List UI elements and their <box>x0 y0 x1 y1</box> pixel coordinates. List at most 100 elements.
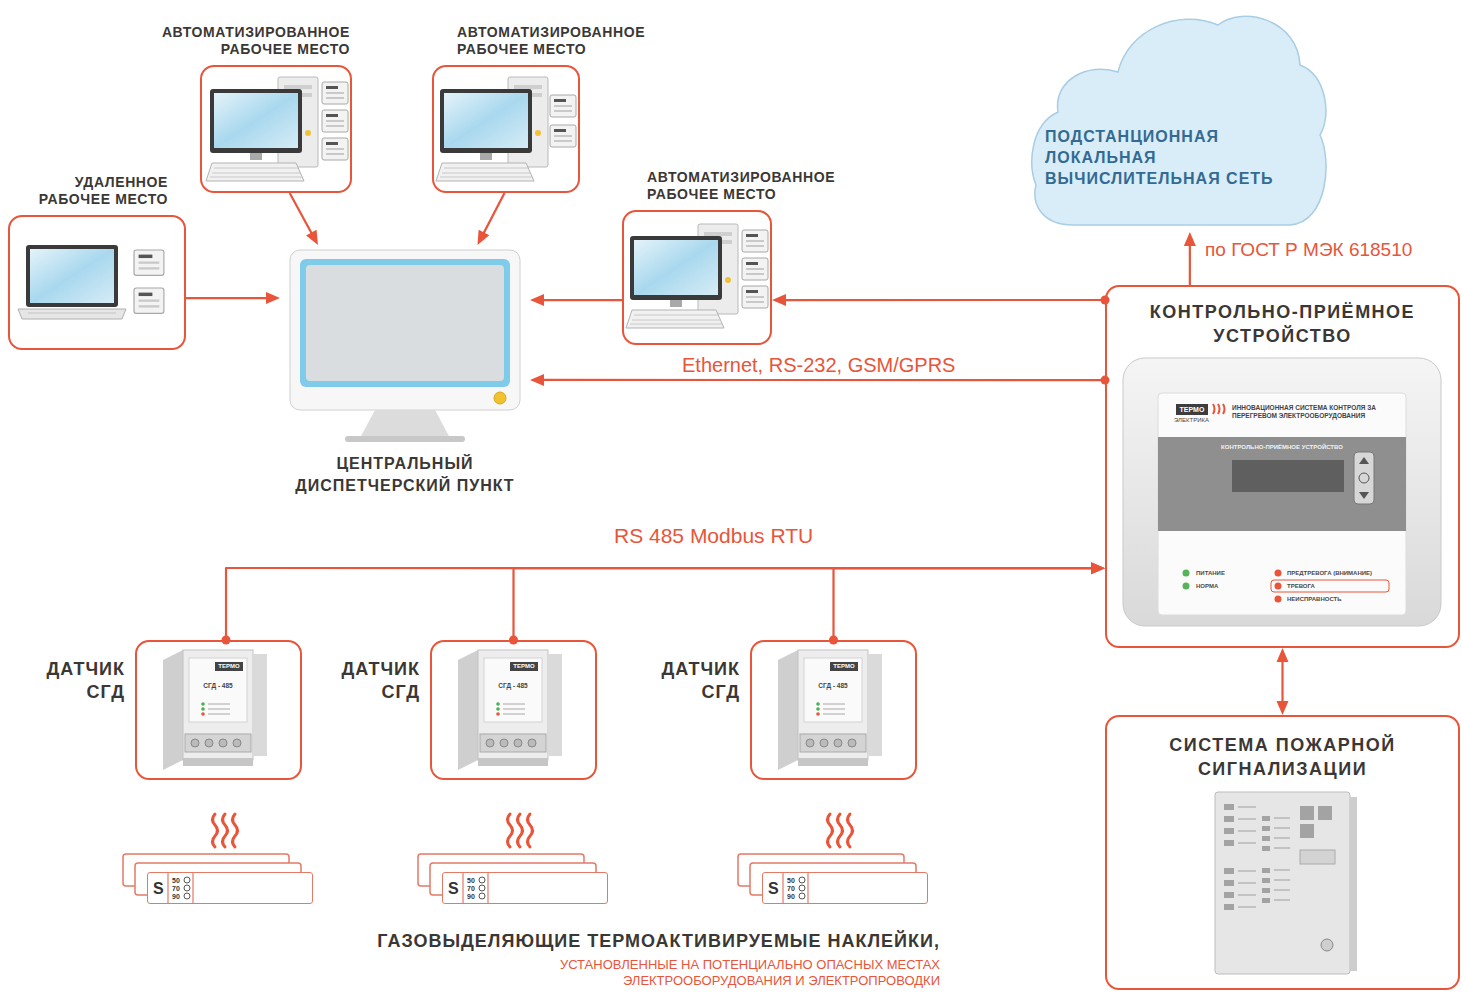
sticker: S50 70 90 <box>442 872 608 904</box>
device-model: СГД - 485 <box>189 682 247 690</box>
led <box>1275 583 1282 590</box>
logo-text: ЭЛЕКТРИКА <box>1174 417 1209 424</box>
connector <box>478 193 505 245</box>
workstation-box: АВТОМАТИЗИРОВАННОЕ РАБОЧЕЕ МЕСТО <box>200 65 352 193</box>
led <box>1183 583 1190 590</box>
panel-marks <box>1238 807 1290 907</box>
caption-note: УСТАНОВЛЕННЫЕ НА ПОТЕНЦИАЛЬНО ОПАСНЫХ МЕ… <box>510 957 940 989</box>
heat-wave <box>848 814 853 847</box>
logo-waves <box>1213 404 1225 414</box>
logo-text: ТЕРМО <box>1176 405 1208 414</box>
arrowhead <box>478 230 490 245</box>
arrowhead <box>530 374 544 386</box>
indicator-label: ПРЕДТРЕВОГА (ВНИМАНИЕ) <box>1287 569 1372 577</box>
sticker-letter: S <box>768 880 779 898</box>
heat-wave <box>233 814 238 847</box>
indicator-label: ТРЕВОГА <box>1287 582 1315 590</box>
device-title: КОНТРОЛЬНО-ПРИЁМНОЕ УСТРОЙСТВО <box>1182 443 1382 451</box>
monitor-base <box>345 436 465 442</box>
box-heading: ДАТЧИК СГД <box>305 658 420 704</box>
indicator-label: НЕИСПРАВНОСТЬ <box>1287 595 1342 603</box>
cloud-label: ПОДСТАНЦИОННАЯ ЛОКАЛЬНАЯ ВЫЧИСЛИТЕЛЬНАЯ … <box>1045 126 1315 189</box>
control-device <box>550 95 576 117</box>
control-device <box>134 250 164 275</box>
heat-wave <box>838 814 843 847</box>
laptop <box>18 245 126 319</box>
connector-line <box>482 193 504 236</box>
heat-wave <box>223 814 228 847</box>
panel-display <box>1232 460 1344 492</box>
arrowhead <box>266 292 280 304</box>
heat-wave <box>518 814 523 847</box>
sensor-box: ДАТЧИК СГД <box>750 640 917 780</box>
sensor-box: ДАТЧИК СГД <box>135 640 302 780</box>
connector <box>186 292 280 304</box>
network-cloud: ПОДСТАНЦИОННАЯ ЛОКАЛЬНАЯ ВЫЧИСЛИТЕЛЬНАЯ … <box>1028 0 1330 232</box>
sticker: S50 70 90 <box>147 872 313 904</box>
connector <box>1184 232 1196 285</box>
arrowhead <box>772 294 786 306</box>
connector-line <box>290 193 314 236</box>
button-up <box>1359 457 1369 464</box>
sticker: S50 70 90 <box>762 872 928 904</box>
logo-plate <box>1176 404 1208 415</box>
logo-text: ТЕРМО <box>510 662 538 671</box>
connector-line <box>834 568 1096 640</box>
heat-wave <box>828 814 833 847</box>
cabinet-side <box>1350 797 1357 971</box>
desktop-computer <box>206 77 318 181</box>
arrowhead <box>1184 232 1196 246</box>
led <box>1183 570 1190 577</box>
connector <box>222 562 1105 644</box>
connection-label: по ГОСТ Р МЭК 618510 <box>1203 238 1414 261</box>
control-device <box>742 230 768 252</box>
workstation-box: АВТОМАТИЗИРОВАННОЕ РАБОЧЕЕ МЕСТО <box>622 210 772 345</box>
receiver-box: КОНТРОЛЬНО-ПРИЁМНОЕ УСТРОЙСТВО <box>1105 285 1460 648</box>
logo-text: ТЕРМО <box>830 662 858 671</box>
heat-wave <box>213 814 218 847</box>
connector-line <box>186 297 270 299</box>
connector-line <box>514 568 1096 640</box>
connector-line <box>540 379 1105 381</box>
connection-label: Ethernet, RS-232, GSM/GPRS <box>680 353 957 377</box>
arrowhead <box>530 294 544 306</box>
control-device <box>742 258 768 280</box>
connector-line <box>1281 658 1283 705</box>
sensor-box: ДАТЧИК СГД <box>430 640 597 780</box>
indicator-label: НОРМА <box>1196 582 1218 590</box>
arrowhead <box>306 230 318 245</box>
indicator-label: ПИТАНИЕ <box>1196 569 1225 577</box>
sensor-device <box>163 650 267 770</box>
connector-line <box>226 568 1095 640</box>
arrowhead <box>1277 648 1289 662</box>
connector-line <box>782 299 1105 301</box>
arrowhead <box>1091 562 1105 574</box>
arrowhead <box>1091 562 1105 574</box>
box-heading: АВТОМАТИЗИРОВАННОЕ РАБОЧЕЕ МЕСТО <box>457 24 687 58</box>
central-monitor <box>290 250 520 442</box>
box-heading: АВТОМАТИЗИРОВАННОЕ РАБОЧЕЕ МЕСТО <box>647 169 877 203</box>
device-slogan: ИННОВАЦИОННАЯ СИСТЕМА КОНТРОЛЯ ЗА ПЕРЕГР… <box>1232 404 1400 420</box>
arrowhead <box>1091 562 1105 574</box>
connector-line <box>540 299 622 301</box>
connector <box>530 294 622 306</box>
panel-lock <box>1321 939 1333 951</box>
arrowhead <box>1277 701 1289 715</box>
button-down <box>1359 492 1369 499</box>
led <box>1275 570 1282 577</box>
connector-line <box>1189 242 1191 285</box>
panel-buttons <box>1354 452 1374 504</box>
sticker-letter: S <box>448 880 459 898</box>
remote-workstation-box: УДАЛЕННОЕ РАБОЧЕЕ МЕСТО <box>8 215 186 350</box>
control-device <box>134 288 164 313</box>
sensor-device <box>778 650 882 770</box>
box-heading: ДАТЧИК СГД <box>10 658 125 704</box>
cloud-shape <box>1028 0 1330 232</box>
desktop-computer <box>436 77 548 181</box>
dispatch-center: ЦЕНТРАЛЬНЫЙ ДИСПЕТЧЕРСКИЙ ПУНКТ <box>280 245 530 500</box>
power-button <box>494 392 506 404</box>
heat-wave <box>528 814 533 847</box>
control-device <box>550 125 576 147</box>
box-heading: ДАТЧИК СГД <box>625 658 740 704</box>
